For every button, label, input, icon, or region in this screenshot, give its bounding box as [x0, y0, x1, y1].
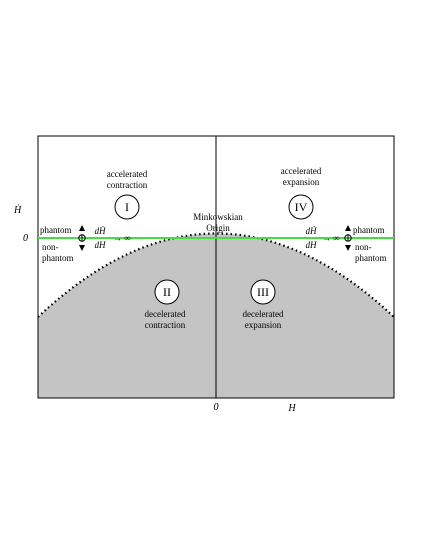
region-iv-text-line1: accelerated: [281, 166, 322, 176]
origin-label-line2: Origin: [206, 223, 230, 233]
region-ii-marker: [154, 279, 180, 305]
left-up-arrow-icon: [79, 225, 85, 231]
x-zero-tick-label: 0: [214, 402, 219, 413]
left-infinity-label: ∞: [124, 233, 130, 243]
origin-label-line1: Minkowskian: [193, 212, 243, 222]
right-derivative-denominator: dH: [306, 240, 318, 250]
right-derivative-numerator: dḢ: [306, 226, 318, 236]
region-iii-text-line2: expansion: [245, 320, 282, 330]
y-axis-label: Ḣ: [13, 204, 22, 216]
right-infinity-label: ∞: [333, 233, 339, 243]
right-up-arrow-icon: [345, 225, 351, 231]
region-i-text-line1: accelerated: [107, 169, 148, 179]
region-iv-numeral: IV: [295, 200, 308, 214]
left-arrow-icon: →: [113, 233, 122, 243]
left-non-phantom-label-line1: non-: [42, 242, 59, 252]
region-i-text-line2: contraction: [107, 180, 148, 190]
region-iii-numeral: III: [257, 285, 269, 299]
left-derivative-numerator: dḢ: [95, 226, 107, 236]
right-down-arrow-icon: [345, 245, 351, 251]
left-down-arrow-icon: [79, 245, 85, 251]
region-iv-text-line2: expansion: [283, 177, 320, 187]
region-i-marker: [114, 194, 140, 220]
region-ii-text-line2: contraction: [145, 320, 186, 330]
x-axis-label: H: [287, 403, 296, 414]
right-non-phantom-label-line2: phantom: [355, 253, 387, 263]
region-ii-numeral: II: [163, 285, 171, 299]
right-arrow-icon: →: [322, 233, 331, 243]
left-non-phantom-label-line2: phantom: [42, 253, 74, 263]
region-i-numeral: I: [125, 200, 129, 214]
region-iii-marker: [250, 279, 276, 305]
region-iv-marker: [288, 194, 314, 220]
left-derivative-denominator: dH: [95, 240, 107, 250]
y-zero-tick-label: 0: [23, 233, 28, 244]
right-phantom-label: phantom: [353, 225, 385, 235]
right-non-phantom-label-line1: non-: [355, 242, 372, 252]
region-iii-text-line1: decelerated: [243, 309, 284, 319]
region-ii-text-line1: decelerated: [145, 309, 186, 319]
left-phantom-label: phantom: [40, 225, 72, 235]
